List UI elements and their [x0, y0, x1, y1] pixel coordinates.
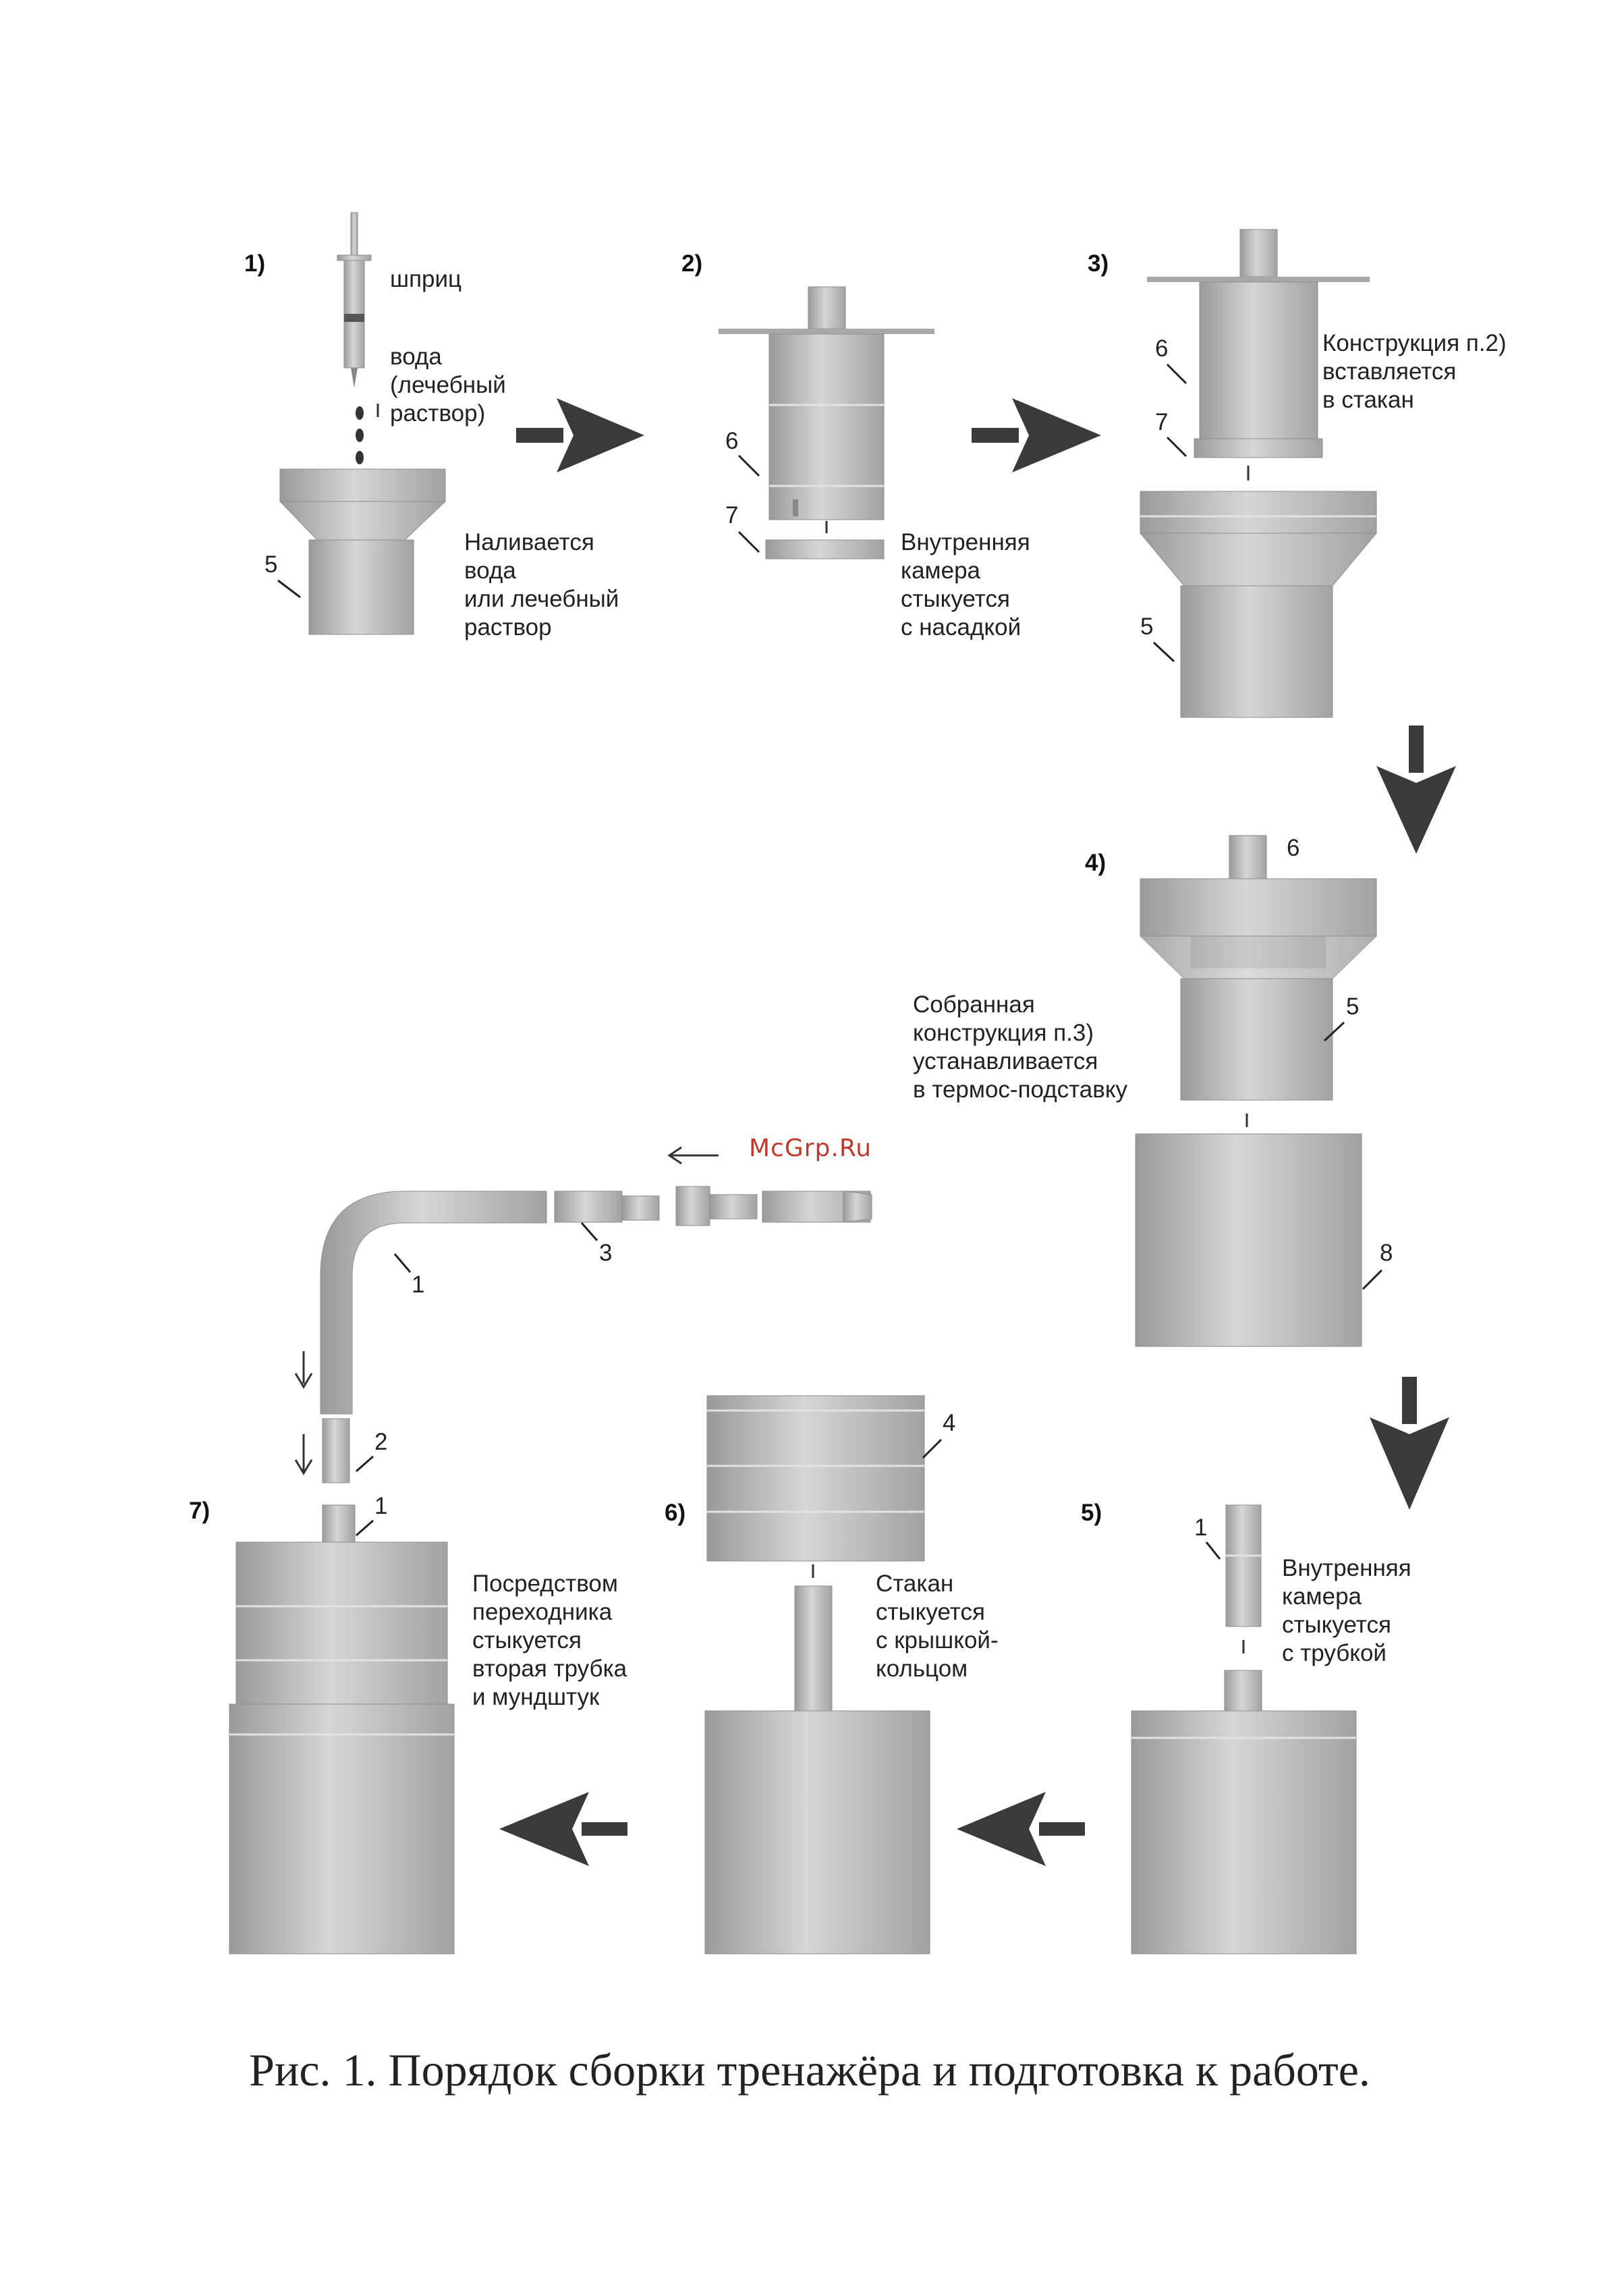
adapter-2 [322, 1418, 350, 1483]
step-6: 6) 4 Стакан стыкуется с крышкой- кольцом [665, 1395, 999, 1955]
part-number-5b: 5 [1140, 613, 1153, 640]
part-number-6c: 6 [1287, 835, 1299, 861]
tube-assembly: 1 3 [320, 1146, 872, 1415]
pour-label-1: Наливается [464, 529, 594, 555]
step-5-label: 5) [1081, 1500, 1102, 1526]
syringe-figure [337, 212, 372, 388]
adapter-label-5: и мундштук [472, 1684, 600, 1710]
step-1: 1) шприц вода (лечебный раствор) 5 Налив… [244, 212, 619, 640]
inner-label-4: с насадкой [901, 614, 1021, 640]
step-3: 3) 6 7 Конструкция п.2) вставляется в ст… [1088, 229, 1507, 718]
adapter-label-3: стыкуется [472, 1627, 582, 1653]
part-number-5: 5 [264, 551, 277, 578]
step-6-label: 6) [665, 1500, 685, 1526]
water-drops [356, 404, 379, 464]
pour-label-4: раствор [464, 614, 552, 640]
arrow-down-2 [1370, 1377, 1449, 1510]
assembled-label-3: устанавливается [913, 1048, 1098, 1074]
step-4: 4) 6 5 Собранная конструкция п.3) устана… [913, 835, 1393, 1347]
arrow-right-2 [972, 398, 1101, 472]
tube-label-2: камера [1282, 1583, 1362, 1610]
cover-ring-4 [706, 1395, 925, 1562]
cup-label-3: с крышкой- [876, 1627, 999, 1653]
part-number-3: 3 [599, 1240, 612, 1266]
pour-label-2: вода [464, 557, 516, 584]
assembled-label-2: конструкция п.3) [913, 1020, 1094, 1046]
part-number-2: 2 [374, 1429, 387, 1455]
part-number-7: 7 [725, 502, 738, 528]
base-5 [1131, 1670, 1357, 1955]
final-assembly-7 [229, 1541, 455, 1955]
water-label-1: вода [390, 344, 442, 370]
part-number-7b: 7 [1155, 409, 1168, 435]
step-5: 5) 1 Внутренняя камера стыкуется с трубк… [1081, 1500, 1411, 1955]
glass-5b [1139, 491, 1378, 718]
inner-label-1: Внутренняя [901, 529, 1030, 555]
pour-label-3: или лечебный [464, 586, 619, 612]
arrow-down-1 [1376, 726, 1456, 854]
constr-label-2: вставляется [1322, 358, 1456, 385]
part-number-8: 8 [1380, 1240, 1393, 1266]
step-2-label: 2) [681, 250, 702, 277]
down-arrows-7 [294, 1351, 313, 1475]
part-number-1a: 1 [412, 1272, 424, 1298]
part-number-4: 4 [943, 1410, 955, 1436]
step-7-label: 7) [189, 1498, 210, 1524]
inner-label-3: стыкуется [901, 586, 1010, 612]
construction-3 [1147, 229, 1370, 458]
part-number-1b: 1 [1194, 1514, 1207, 1541]
thermos-stand-8 [1135, 1133, 1362, 1347]
syringe-label: шприц [390, 266, 461, 292]
watermark: McGrp.Ru [749, 1135, 872, 1162]
cup-label-4: кольцом [876, 1656, 968, 1682]
constr-label-3: в стакан [1322, 387, 1414, 413]
tube-1 [322, 1504, 356, 1543]
step-3-label: 3) [1088, 250, 1109, 277]
arrow-right-1 [516, 398, 644, 472]
inner-chamber-tube [1225, 1504, 1262, 1627]
cup-label-2: стыкуется [876, 1599, 985, 1625]
inner-label-2: камера [901, 557, 981, 584]
part-number-1c: 1 [374, 1493, 387, 1519]
step-2: 2) 6 7 Внутренняя камера стыкуется с нас… [681, 250, 1030, 640]
tube-label-4: с трубкой [1282, 1640, 1387, 1666]
constr-label-1: Конструкция п.2) [1322, 330, 1507, 356]
arrow-left-2 [499, 1792, 627, 1866]
cup-label-1: Стакан [876, 1570, 953, 1597]
part-number-5c: 5 [1346, 993, 1359, 1020]
assembled-4 [1139, 835, 1378, 1101]
glass-5 [279, 468, 447, 635]
adapter-label-1: Посредством [472, 1570, 618, 1597]
step-1-label: 1) [244, 250, 265, 277]
part-number-6b: 6 [1155, 335, 1168, 362]
inner-chamber-6 [719, 286, 934, 520]
nozzle-7 [765, 539, 885, 559]
assembled-label-1: Собранная [913, 991, 1035, 1018]
step-7: 7) 2 1 Посредством переходника стыкуется… [189, 1351, 627, 1955]
part-number-6: 6 [725, 428, 738, 454]
cup-6 [704, 1585, 930, 1955]
adapter-label-2: переходника [472, 1599, 613, 1625]
tube-label-3: стыкуется [1282, 1612, 1391, 1638]
tube-label-1: Внутренняя [1282, 1555, 1411, 1581]
assembled-label-4: в термос-подставку [913, 1076, 1128, 1103]
water-label-2: (лечебный [390, 372, 506, 398]
step-4-label: 4) [1085, 850, 1106, 876]
water-label-3: раствор) [390, 400, 485, 427]
arrow-left-1 [957, 1792, 1085, 1866]
adapter-label-4: вторая трубка [472, 1656, 627, 1682]
figure-caption: Рис. 1. Порядок сборки тренажёра и подго… [249, 2044, 1370, 2096]
